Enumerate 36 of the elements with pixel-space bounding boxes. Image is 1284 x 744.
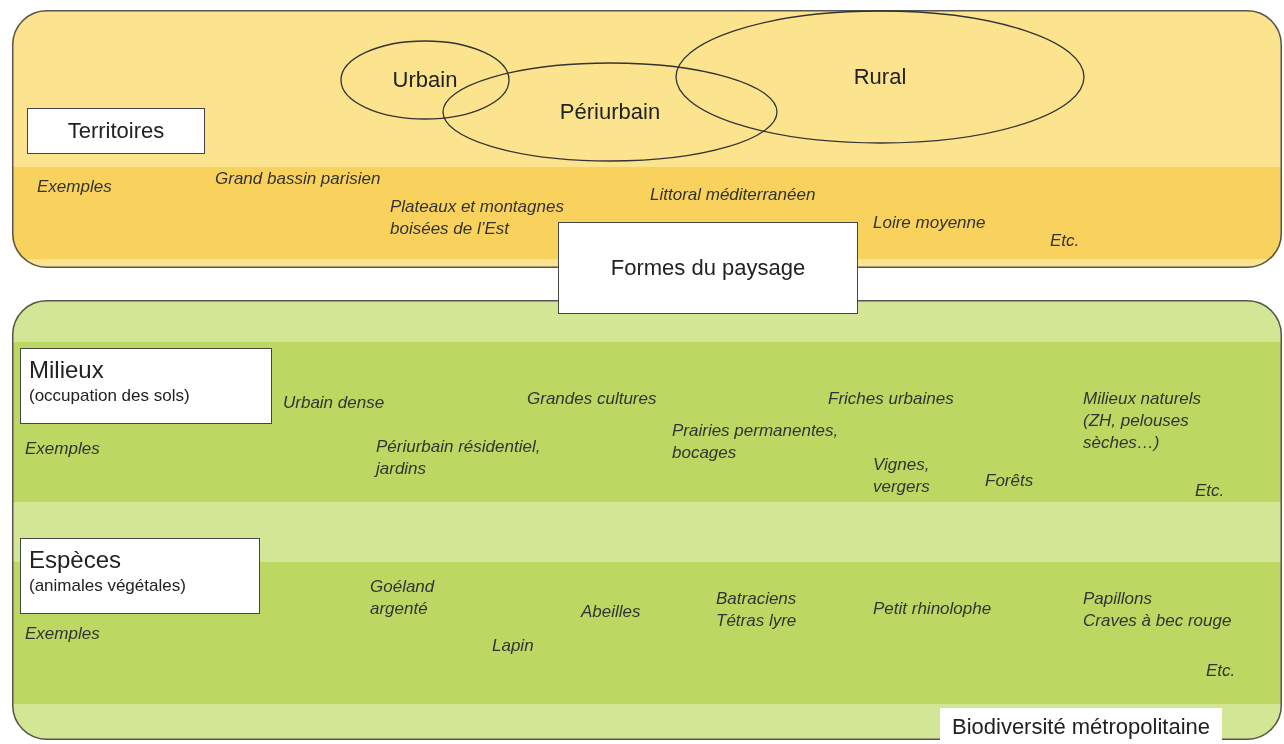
box-title: Espèces	[29, 545, 123, 575]
example-label: Exemples	[37, 176, 113, 198]
territory-label: Urbain	[392, 67, 458, 93]
example-label: Littoral méditerranéen	[650, 184, 817, 206]
box-subtitle: (occupation des sols)	[29, 385, 191, 407]
example-label: Grandes cultures	[527, 388, 658, 410]
example-label: Friches urbaines	[828, 388, 955, 410]
territory-label: Rural	[853, 64, 907, 90]
example-label: Etc.	[1195, 480, 1226, 502]
example-label: Petit rhinolophe	[873, 598, 993, 620]
example-label: Loire moyenne	[873, 212, 987, 234]
example-label: Abeilles	[581, 601, 642, 623]
example-label: Vignes, vergers	[873, 454, 931, 498]
box-title: Milieux	[29, 355, 105, 385]
example-label: Périurbain résidentiel, jardins	[376, 436, 542, 480]
landscape-box: Formes du paysage	[558, 222, 858, 314]
example-label: Exemples	[25, 438, 101, 460]
example-label: Batraciens	[716, 588, 798, 610]
example-label: Etc.	[1050, 230, 1081, 252]
example-label: Papillons	[1083, 588, 1153, 610]
example-label: Urbain dense	[283, 392, 386, 414]
territory-label: Périurbain	[559, 99, 661, 125]
example-label: Goéland argenté	[370, 576, 436, 620]
example-label: Lapin	[492, 635, 535, 657]
category-box	[20, 538, 260, 614]
example-label: Exemples	[25, 623, 101, 645]
example-label: Tétras lyre	[716, 610, 798, 632]
category-box: Territoires	[27, 108, 205, 154]
example-label: Grand bassin parisien	[215, 168, 382, 190]
example-label: Etc.	[1206, 660, 1237, 682]
example-label: Milieux naturels (ZH, pelouses sèches…)	[1083, 388, 1203, 454]
box-subtitle: (animales végétales)	[29, 575, 187, 597]
example-label: Craves à bec rouge	[1083, 610, 1233, 632]
example-label: Prairies permanentes, bocages	[672, 420, 840, 464]
example-label: Forêts	[985, 470, 1035, 492]
category-box	[20, 348, 272, 424]
